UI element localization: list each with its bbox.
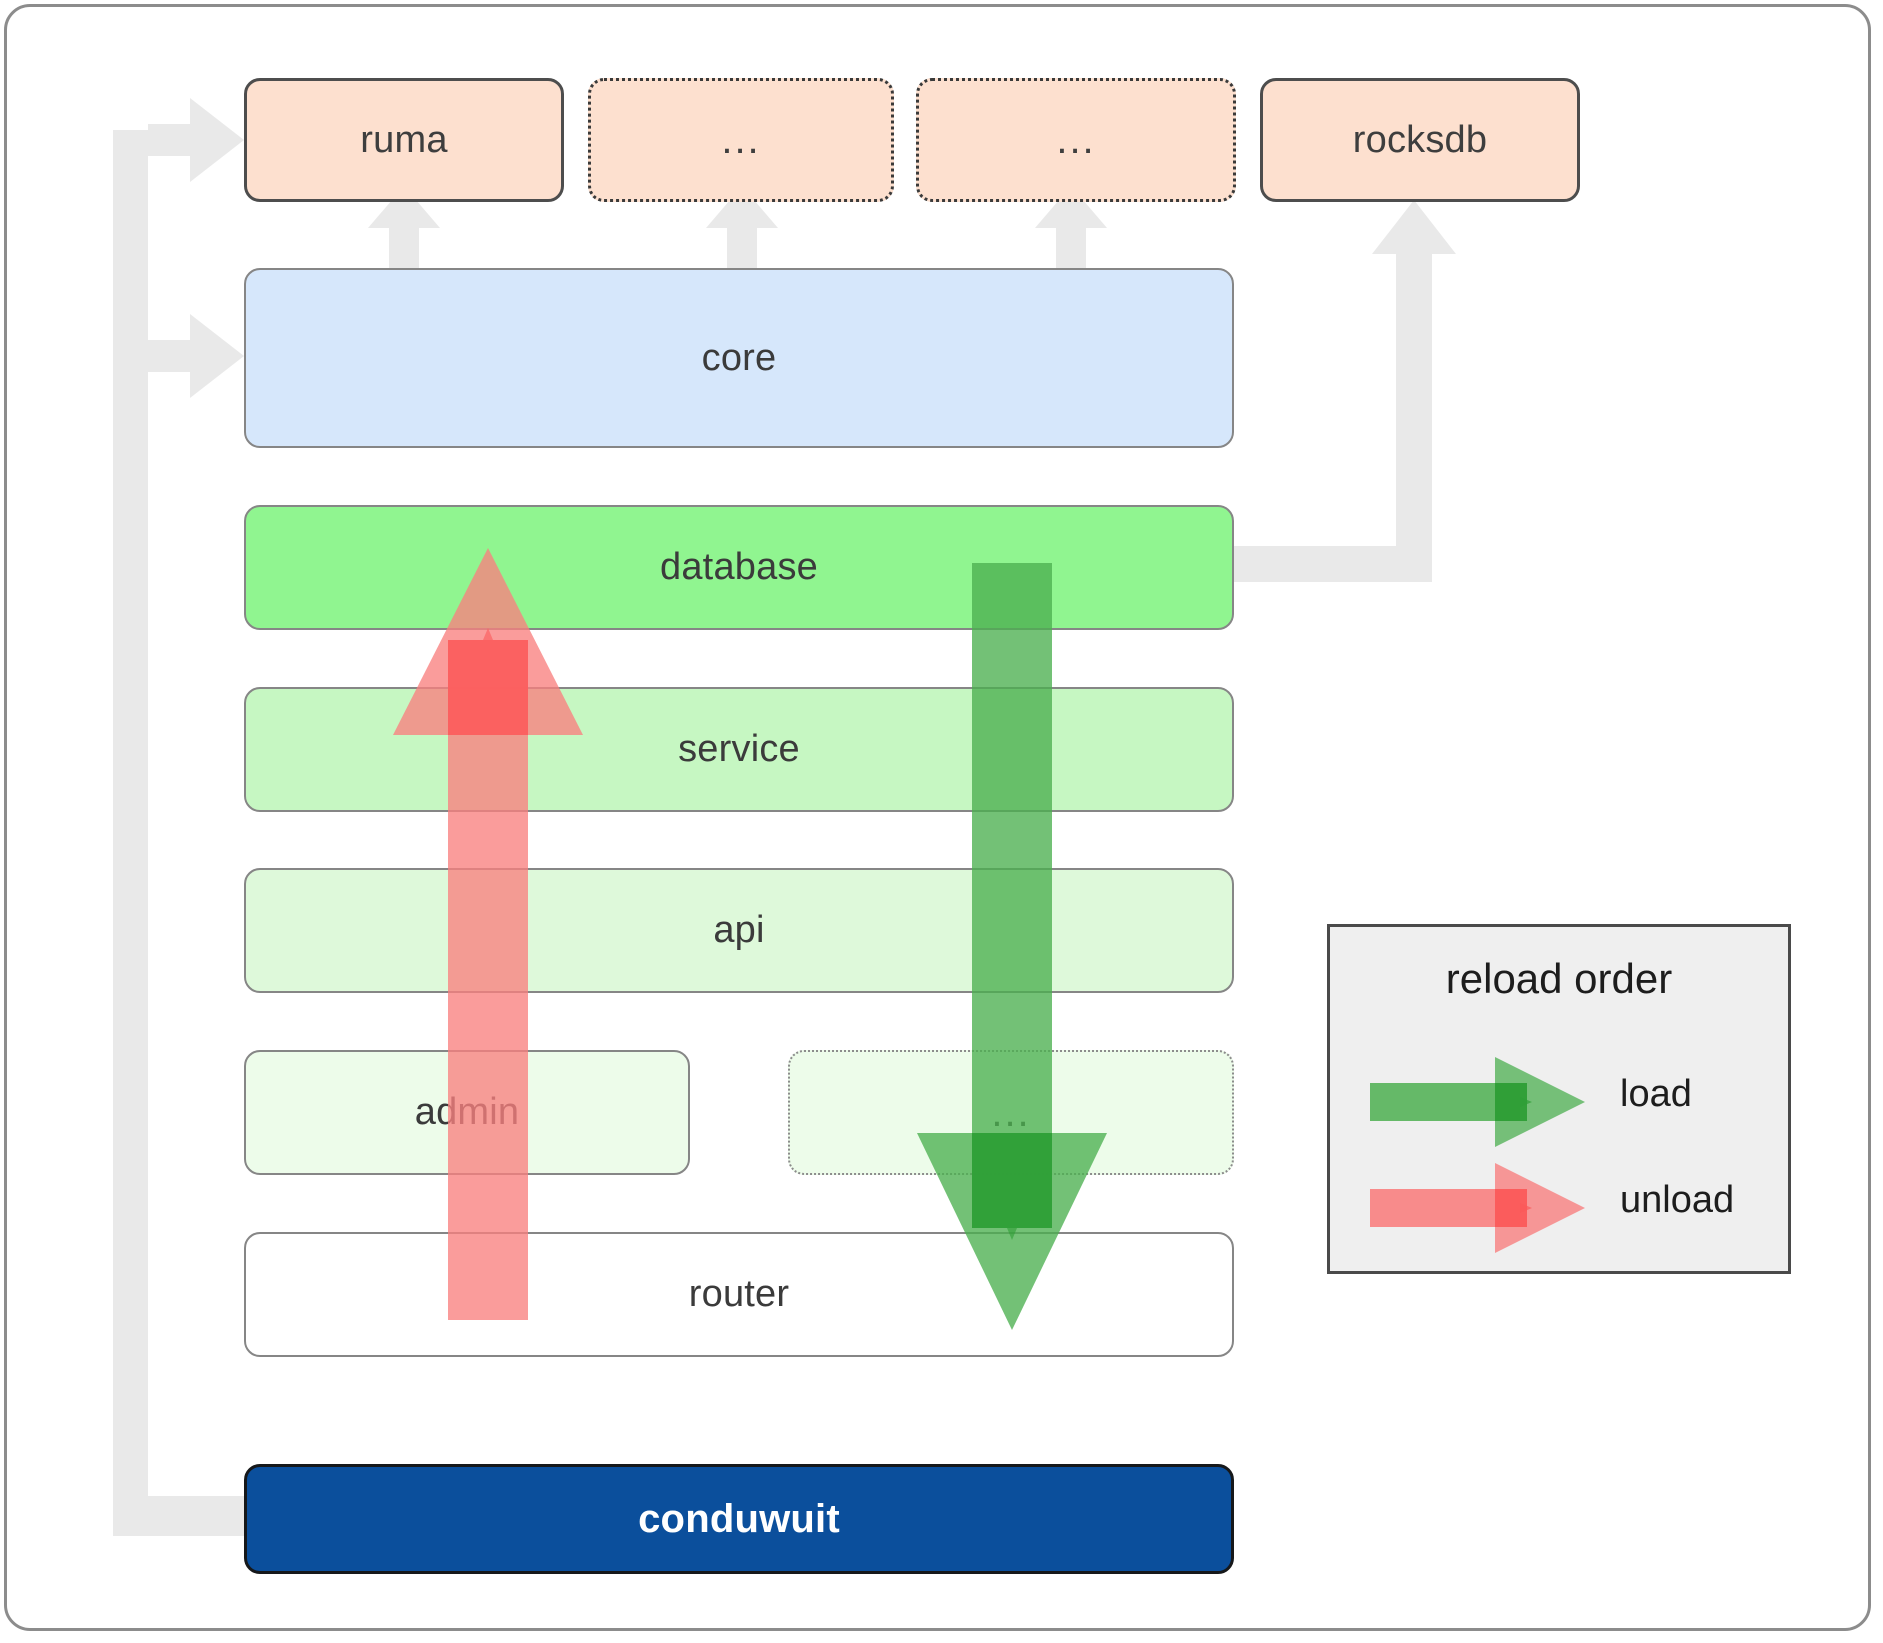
connector-database-to-rocksdb-h <box>1234 546 1414 582</box>
unload-arrow-overlap <box>448 640 528 735</box>
load-arrow-icon <box>1370 1057 1585 1147</box>
connector-database-to-rocksdb-v <box>1396 238 1432 582</box>
legend-row-unload: unload <box>1330 1163 1788 1253</box>
load-arrow-notch <box>1007 1228 1017 1240</box>
root-box-conduwuit[interactable]: conduwuit <box>244 1464 1234 1574</box>
unload-arrow-shaft <box>448 640 528 1320</box>
dependency-box-placeholder-2[interactable]: ... <box>916 78 1236 202</box>
connector-core-to-deps <box>368 186 1107 268</box>
connector-trunk-foot <box>113 1496 244 1536</box>
legend-title: reload order <box>1445 955 1673 1002</box>
unload-arrow-big <box>393 548 583 1320</box>
connector-arrow-to-ruma <box>148 98 244 182</box>
unload-arrow-notch <box>483 628 493 640</box>
connector-arrow-to-core <box>148 314 244 398</box>
connector-trunk-vertical <box>113 130 148 1536</box>
stack-box-database[interactable]: database <box>244 505 1234 630</box>
unload-arrow-icon <box>1370 1163 1585 1253</box>
load-arrow-big <box>917 563 1107 1330</box>
load-arrow-shaft <box>972 563 1052 1228</box>
dependency-box-ruma[interactable]: ruma <box>244 78 564 202</box>
legend-label-unload: unload <box>1620 1179 1735 1221</box>
legend-panel: reload order load unload <box>1327 924 1791 1274</box>
connector-arrowhead-rocksdb <box>1372 200 1456 282</box>
stack-box-core[interactable]: core <box>244 268 1234 448</box>
load-arrow-overlap <box>972 1133 1052 1228</box>
legend-label-load: load <box>1620 1073 1692 1115</box>
legend-row-load: load <box>1330 1057 1788 1147</box>
